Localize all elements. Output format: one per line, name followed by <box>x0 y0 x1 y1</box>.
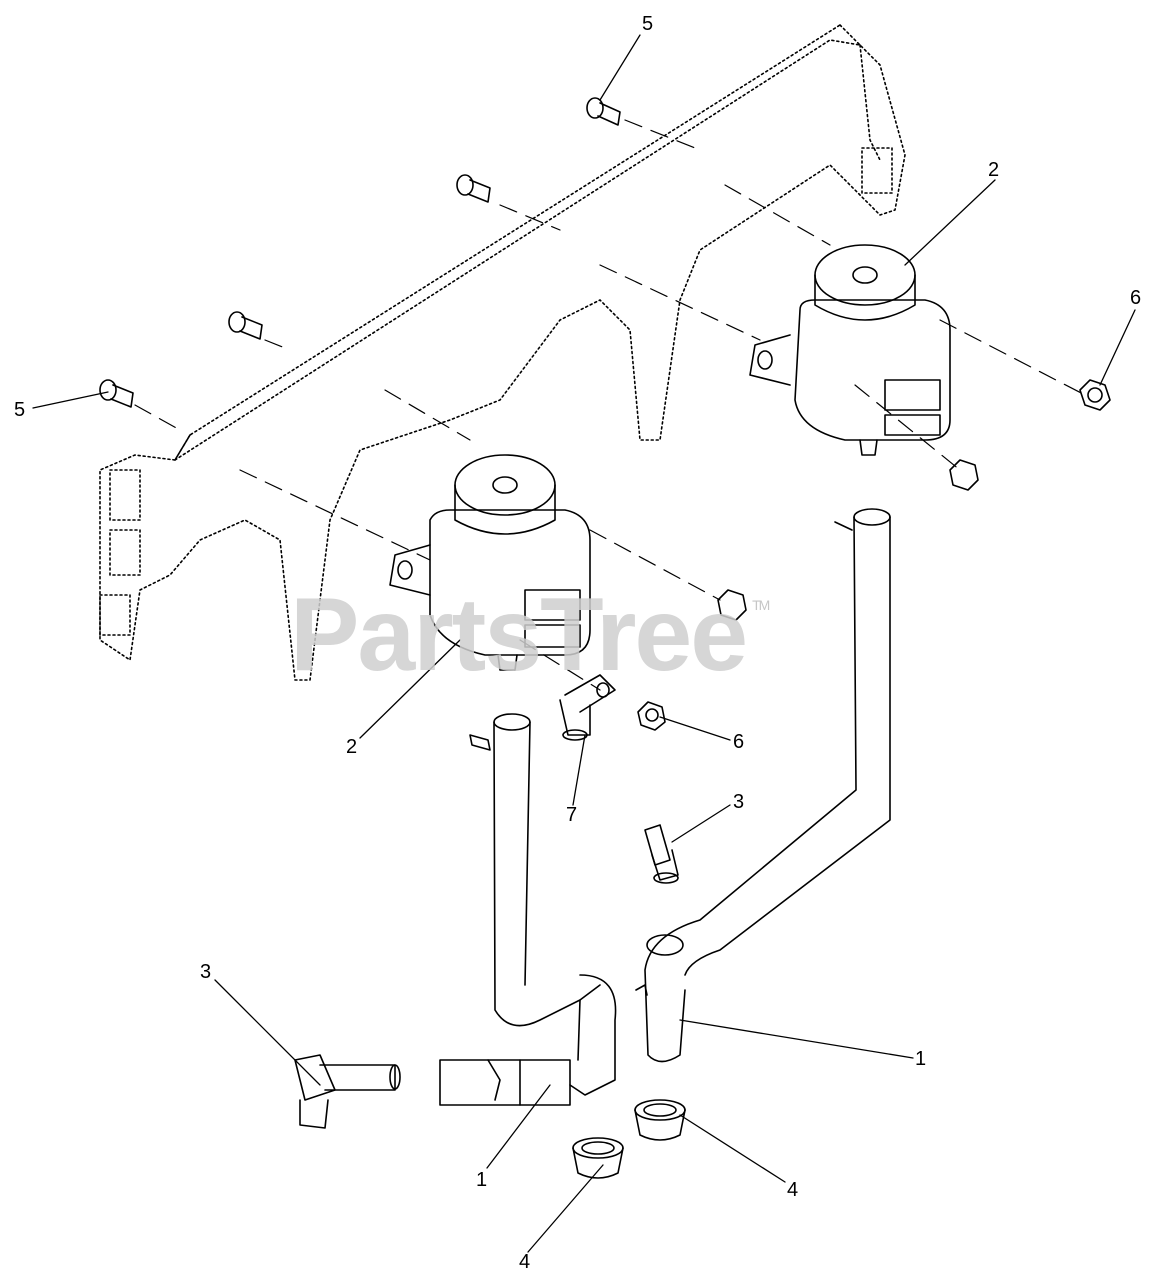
grommet-part <box>572 1099 686 1179</box>
leader-lines <box>32 34 1136 1253</box>
callout-2: 2 <box>346 736 358 758</box>
callout-1: 1 <box>915 1048 927 1070</box>
callout-6: 6 <box>733 731 745 753</box>
hose-right <box>635 508 891 1063</box>
frame-bracket <box>99 24 906 681</box>
callout-3: 3 <box>200 961 212 983</box>
callout-6: 6 <box>1130 287 1142 309</box>
bolt-part <box>99 97 621 408</box>
callout-4: 4 <box>787 1179 799 1201</box>
reservoir-tank-right <box>749 244 951 456</box>
clamp-part <box>559 674 616 741</box>
hose-left <box>439 713 617 1106</box>
nut-part <box>637 379 1111 731</box>
callout-2: 2 <box>988 159 1000 181</box>
fitting-elbow-left <box>294 1054 401 1129</box>
watermark-brand: PartsTree <box>290 577 748 693</box>
callout-1: 1 <box>476 1169 488 1191</box>
callout-3: 3 <box>733 791 745 813</box>
callout-7: 7 <box>566 804 578 826</box>
callout-4: 4 <box>519 1251 531 1273</box>
alignment-lines <box>134 119 1086 691</box>
callout-5: 5 <box>14 399 26 421</box>
fitting-mid <box>644 824 679 884</box>
callout-5: 5 <box>642 13 654 35</box>
watermark-trademark: TM <box>752 597 770 613</box>
